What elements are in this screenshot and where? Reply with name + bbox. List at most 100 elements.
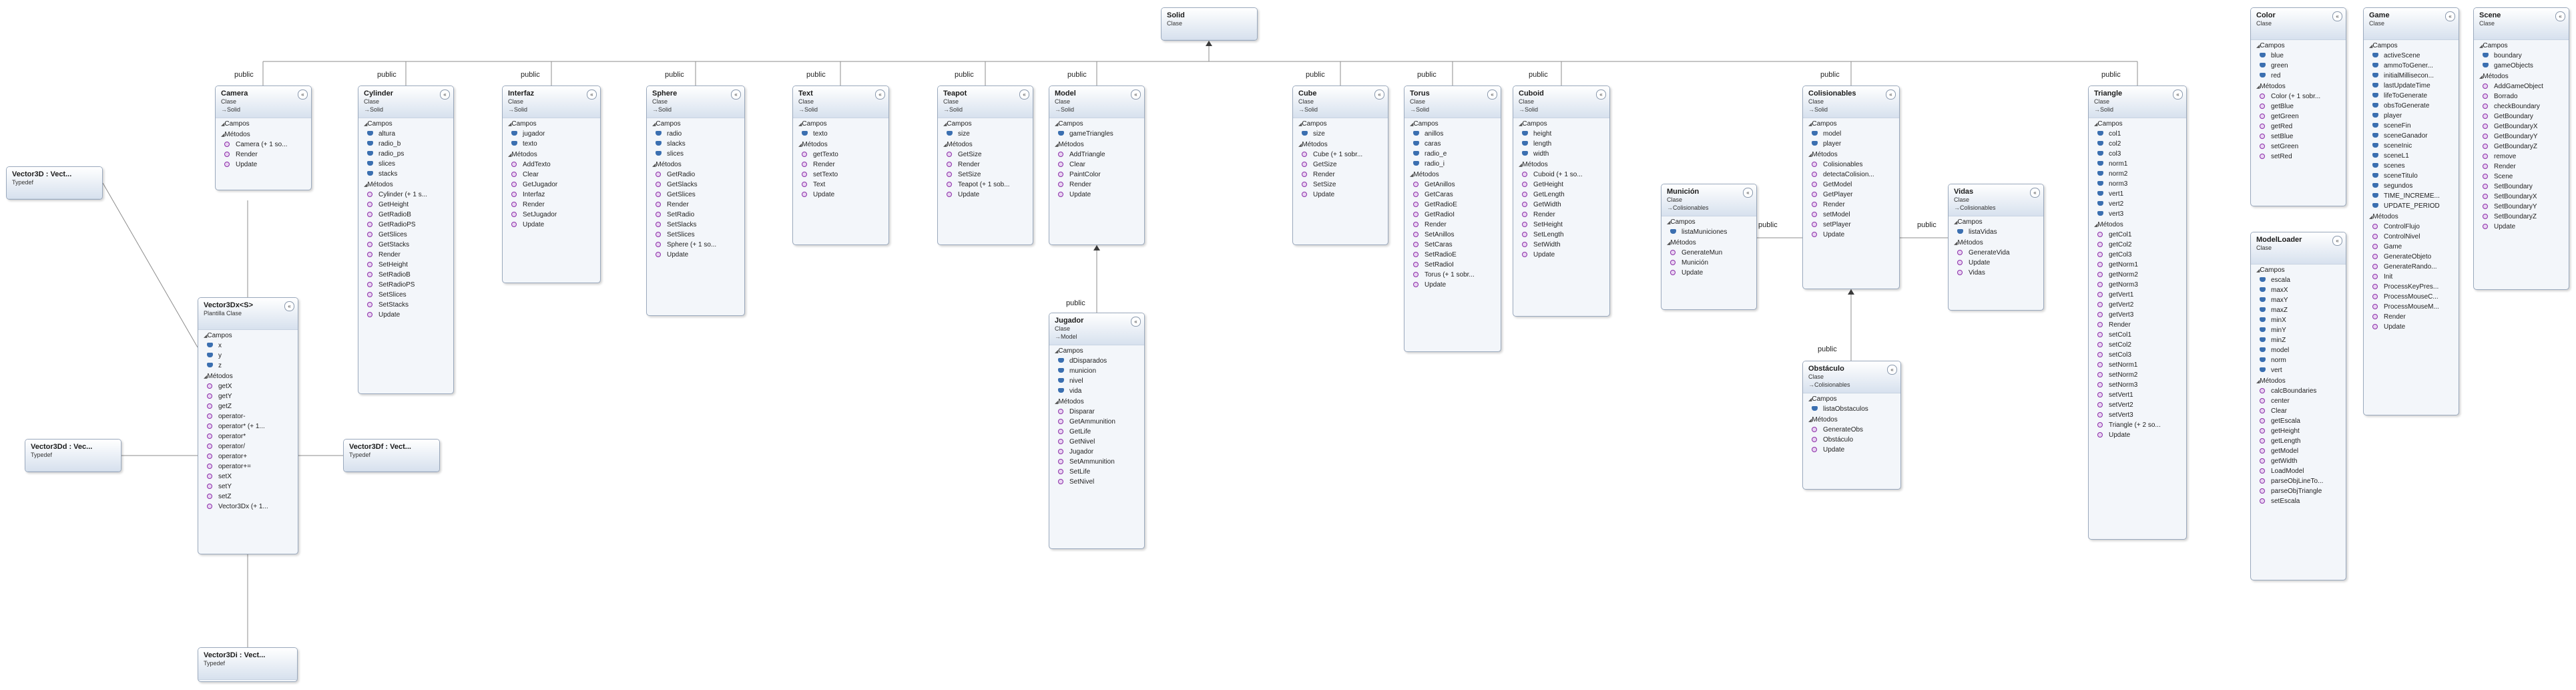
field-item[interactable]: gameTriangles	[1049, 129, 1144, 139]
methods-section-header[interactable]: Métodos	[2089, 219, 2186, 230]
method-item[interactable]: SetSlacks	[647, 220, 744, 230]
field-item[interactable]: radio_i	[1404, 159, 1501, 169]
method-item[interactable]: getCol1	[2089, 230, 2186, 240]
field-item[interactable]: maxY	[2251, 295, 2346, 305]
field-item[interactable]: size	[938, 129, 1033, 139]
collapse-toggle-icon[interactable]: «	[1019, 90, 1029, 100]
field-item[interactable]: municion	[1049, 366, 1144, 376]
method-item[interactable]: ControlFlujo	[2364, 222, 2459, 232]
method-item[interactable]: Render	[358, 250, 453, 260]
method-item[interactable]: Update	[2089, 430, 2186, 440]
field-item[interactable]: vert	[2251, 365, 2346, 375]
class-cylinder[interactable]: CylinderClaseSolid«Camposalturaradio_bra…	[358, 85, 454, 394]
method-item[interactable]: SetNivel	[1049, 477, 1144, 487]
method-item[interactable]: GetSlices	[358, 230, 453, 240]
collapse-toggle-icon[interactable]: «	[1743, 188, 1753, 198]
method-item[interactable]: GetLength	[1513, 190, 1609, 200]
method-item[interactable]: Render	[647, 200, 744, 210]
methods-section-header[interactable]: Métodos	[216, 129, 311, 140]
collapse-toggle-icon[interactable]: «	[1374, 90, 1384, 100]
method-item[interactable]: Render	[2089, 320, 2186, 330]
field-item[interactable]: norm	[2251, 355, 2346, 365]
method-item[interactable]: Update	[1949, 258, 2043, 268]
fields-section-header[interactable]: Campos	[358, 118, 453, 129]
collapse-toggle-icon[interactable]: «	[1886, 90, 1896, 100]
method-item[interactable]: getNorm1	[2089, 260, 2186, 270]
field-item[interactable]: ammoToGener...	[2364, 61, 2459, 71]
method-item[interactable]: remove	[2474, 152, 2569, 162]
class-text[interactable]: TextClaseSolid«CampostextoMétodosgetText…	[792, 85, 889, 245]
method-item[interactable]: Update	[1513, 250, 1609, 260]
method-item[interactable]: Borrado	[2474, 92, 2569, 102]
method-item[interactable]: setVert1	[2089, 390, 2186, 400]
method-item[interactable]: SetBoundaryX	[2474, 192, 2569, 202]
method-item[interactable]: getHeight	[2251, 426, 2346, 436]
field-item[interactable]: sceneInic	[2364, 141, 2459, 151]
method-item[interactable]: Update	[358, 310, 453, 320]
collapse-toggle-icon[interactable]: «	[440, 90, 450, 100]
field-item[interactable]: radio	[647, 129, 744, 139]
field-item[interactable]: stacks	[358, 169, 453, 179]
collapse-toggle-icon[interactable]: «	[1887, 365, 1897, 375]
method-item[interactable]: GetHeight	[1513, 180, 1609, 190]
collapse-toggle-icon[interactable]: «	[587, 90, 597, 100]
methods-section-header[interactable]: Métodos	[793, 139, 888, 150]
collapse-toggle-icon[interactable]: «	[1131, 317, 1141, 327]
method-item[interactable]: Clear	[503, 170, 600, 180]
field-item[interactable]: model	[1803, 129, 1899, 139]
class-header[interactable]: MuniciónClaseColisionables«	[1661, 184, 1756, 216]
method-item[interactable]: GetBoundaryZ	[2474, 142, 2569, 152]
field-item[interactable]: dDisparados	[1049, 356, 1144, 366]
field-item[interactable]: boundary	[2474, 51, 2569, 61]
method-item[interactable]: getWidth	[2251, 456, 2346, 466]
collapse-toggle-icon[interactable]: «	[1596, 90, 1606, 100]
method-item[interactable]: setNorm3	[2089, 380, 2186, 390]
class-header[interactable]: ObstáculoClaseColisionables«	[1803, 361, 1900, 393]
field-item[interactable]: gameObjects	[2474, 61, 2569, 71]
field-item[interactable]: minY	[2251, 325, 2346, 335]
method-item[interactable]: SetSlices	[647, 230, 744, 240]
method-item[interactable]: ProcessMouseC...	[2364, 292, 2459, 302]
method-item[interactable]: Render	[1293, 170, 1388, 180]
methods-section-header[interactable]: Métodos	[358, 179, 453, 190]
method-item[interactable]: Update	[2474, 222, 2569, 232]
fields-section-header[interactable]: Campos	[216, 118, 311, 129]
method-item[interactable]: Update	[1404, 280, 1501, 290]
field-item[interactable]: z	[198, 361, 298, 371]
method-item[interactable]: Clear	[2251, 406, 2346, 416]
method-item[interactable]: GetAmmunition	[1049, 417, 1144, 427]
method-item[interactable]: Render	[2474, 162, 2569, 172]
method-item[interactable]: SetHeight	[358, 260, 453, 270]
method-item[interactable]: GetRadioB	[358, 210, 453, 220]
field-item[interactable]: sceneL1	[2364, 151, 2459, 161]
method-item[interactable]: Render	[1049, 180, 1144, 190]
method-item[interactable]: setEscala	[2251, 496, 2346, 506]
method-item[interactable]: SetSize	[1293, 180, 1388, 190]
class-header[interactable]: JugadorClaseModel«	[1049, 313, 1144, 345]
method-item[interactable]: setZ	[198, 492, 298, 502]
class-model[interactable]: ModelClaseSolid«CamposgameTrianglesMétod…	[1049, 85, 1145, 245]
field-item[interactable]: escala	[2251, 275, 2346, 285]
method-item[interactable]: Teapot (+ 1 sob...	[938, 180, 1033, 190]
method-item[interactable]: getCol3	[2089, 250, 2186, 260]
method-item[interactable]: Cylinder (+ 1 s...	[358, 190, 453, 200]
method-item[interactable]: SetHeight	[1513, 220, 1609, 230]
method-item[interactable]: getCol2	[2089, 240, 2186, 250]
field-item[interactable]: green	[2251, 61, 2346, 71]
method-item[interactable]: setCol3	[2089, 350, 2186, 360]
method-item[interactable]: getGreen	[2251, 112, 2346, 122]
field-item[interactable]: player	[2364, 111, 2459, 121]
method-item[interactable]: ProcessMouseM...	[2364, 302, 2459, 312]
fields-section-header[interactable]: Campos	[1513, 118, 1609, 129]
typedef-vector3d[interactable]: Vector3D : Vect...Typedef	[6, 166, 103, 200]
field-item[interactable]: size	[1293, 129, 1388, 139]
field-item[interactable]: model	[2251, 345, 2346, 355]
method-item[interactable]: SetSlices	[358, 290, 453, 300]
method-item[interactable]: operator* (+ 1...	[198, 421, 298, 432]
class-header[interactable]: VidasClaseColisionables«	[1949, 184, 2043, 216]
collapse-toggle-icon[interactable]: «	[298, 90, 308, 100]
field-item[interactable]: UPDATE_PERIOD	[2364, 201, 2459, 211]
method-item[interactable]: SetSize	[938, 170, 1033, 180]
